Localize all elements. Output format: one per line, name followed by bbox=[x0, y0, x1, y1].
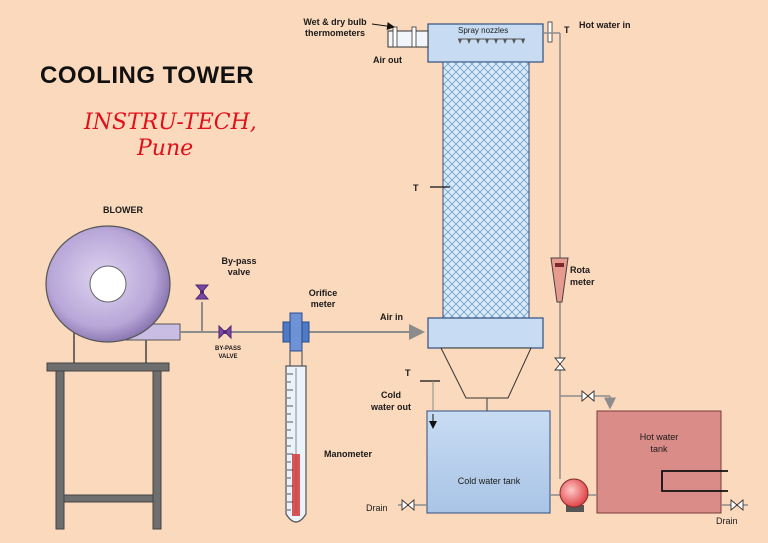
page-title: COOLING TOWER bbox=[40, 62, 255, 89]
spray-nozzle bbox=[467, 39, 471, 44]
bypass-valve-small-line2: VALVE bbox=[218, 354, 238, 360]
spray-nozzles bbox=[458, 38, 525, 44]
blower-stand bbox=[46, 362, 170, 530]
brand-city: Pune bbox=[137, 136, 194, 161]
spray-nozzle bbox=[494, 39, 498, 44]
bypass-valve-small-label: BY-PASS VALVE bbox=[214, 345, 242, 361]
rotameter-label-line1: Rota bbox=[570, 265, 590, 275]
orifice-meter bbox=[282, 312, 310, 352]
pump bbox=[550, 478, 597, 512]
cold-water-tank bbox=[426, 410, 551, 514]
spray-nozzle bbox=[476, 39, 480, 44]
spray-nozzle bbox=[521, 39, 525, 44]
blower-label: BLOWER bbox=[103, 205, 143, 215]
brand-name: INSTRU-TECH, bbox=[84, 110, 257, 135]
cold-water-out-label: Cold water out bbox=[365, 389, 417, 413]
hot-water-tank bbox=[596, 410, 728, 514]
air-out-label: Air out bbox=[373, 55, 402, 65]
blower bbox=[45, 225, 181, 363]
orifice-meter-label: Orifice meter bbox=[299, 288, 347, 310]
rotameter bbox=[550, 257, 569, 303]
hot-water-in-label: Hot water in bbox=[579, 20, 631, 30]
cold-water-out-label-line1: Cold bbox=[381, 390, 401, 400]
manometer bbox=[285, 351, 307, 523]
bypass-valve-label-line2: valve bbox=[227, 267, 251, 277]
spray-nozzles-label: Spray nozzles bbox=[458, 26, 509, 35]
bypass-valve-label: By-pass valve bbox=[214, 256, 264, 278]
spray-nozzle bbox=[485, 39, 489, 44]
thermometer-top bbox=[547, 21, 553, 43]
rotameter-label-line2: meter bbox=[570, 277, 595, 287]
manometer-label: Manometer bbox=[324, 449, 373, 459]
rotameter-label: Rota meter bbox=[570, 264, 595, 288]
bypass-valve-small-line1: BY-PASS bbox=[215, 346, 241, 352]
tower-packing bbox=[442, 61, 530, 319]
orifice-meter-label-line1: Orifice bbox=[308, 288, 338, 298]
thermometer-top-label: T bbox=[564, 25, 570, 35]
bypass-valve-horizontal[interactable] bbox=[218, 324, 232, 340]
thermometer-pointer-arrow bbox=[371, 22, 395, 31]
hot-line-valve[interactable] bbox=[554, 357, 566, 371]
hot-water-tank-label: Hot water tank bbox=[628, 431, 690, 455]
thermometer-bottom-label: T bbox=[405, 368, 411, 378]
drain-left-label: Drain bbox=[366, 503, 388, 513]
drain-right-valve[interactable] bbox=[730, 499, 744, 511]
drain-left-valve[interactable] bbox=[401, 499, 415, 511]
tower-top-header bbox=[387, 23, 544, 63]
hot-water-tank-label-line2: tank bbox=[650, 444, 668, 454]
bypass-valve-label-line1: By-pass bbox=[221, 256, 257, 266]
hot-water-tank-label-line1: Hot water bbox=[639, 432, 679, 442]
bypass-valve-vertical[interactable] bbox=[194, 284, 210, 300]
thermometers-label: Wet & dry bulb thermometers bbox=[296, 17, 374, 39]
spray-nozzle bbox=[503, 39, 507, 44]
orifice-meter-label-line2: meter bbox=[310, 299, 336, 309]
spray-nozzle bbox=[512, 39, 516, 44]
thermometers-label-line1: Wet & dry bulb bbox=[303, 17, 367, 27]
spray-nozzle bbox=[458, 39, 462, 44]
tower-air-inlet-header bbox=[427, 317, 544, 349]
thermometers-label-line2: thermometers bbox=[304, 28, 366, 38]
drain-right-label: Drain bbox=[716, 516, 738, 526]
recirc-valve[interactable] bbox=[581, 390, 595, 402]
cold-water-out-label-line2: water out bbox=[370, 402, 411, 412]
air-in-label: Air in bbox=[380, 312, 404, 322]
thermometer-mid-label: T bbox=[413, 183, 419, 193]
cold-water-tank-label: Cold water tank bbox=[457, 476, 521, 486]
